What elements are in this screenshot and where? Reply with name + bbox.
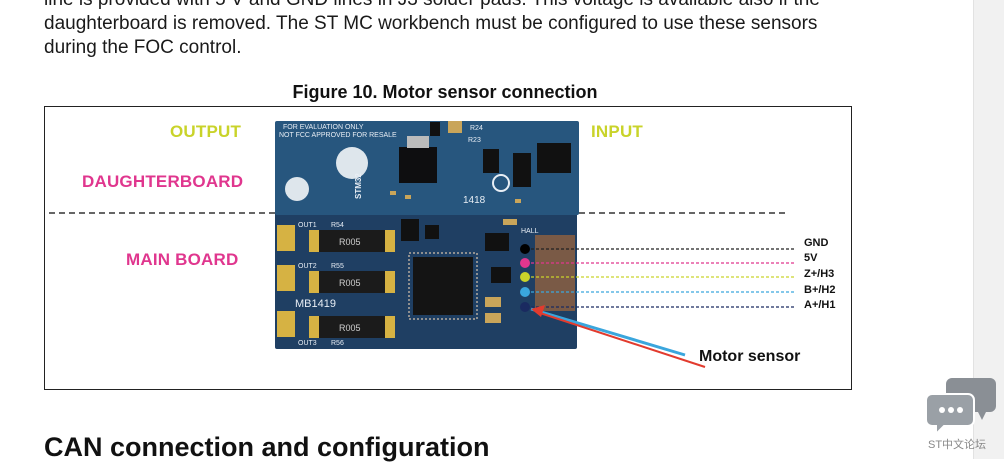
sensor-pointer-red (536, 311, 706, 368)
st-logo-circle-2 (285, 177, 309, 201)
r23-text: R23 (468, 137, 481, 144)
mb-text: MB1419 (295, 298, 336, 310)
chip-small (430, 122, 440, 136)
mcu-pins (408, 252, 478, 320)
hall-text: HALL (521, 228, 539, 235)
hall-connector (535, 235, 575, 311)
r55-text: R55 (331, 263, 344, 270)
regulator-chip (399, 147, 437, 183)
b-pin (520, 287, 530, 297)
st-logo-circle (336, 147, 368, 179)
board-number: 1418 (463, 195, 486, 206)
input-label: INPUT (591, 122, 643, 141)
paragraph-line: during the FOC control. (44, 37, 242, 58)
out3-text: OUT3 (298, 340, 317, 347)
section-heading: CAN connection and configuration (44, 432, 490, 462)
motor-sensor-label: Motor sensor (699, 348, 801, 365)
main-board-label: MAIN BOARD (126, 250, 239, 269)
chat-bubbles-icon[interactable] (922, 372, 1002, 437)
shunt-resistor-2 (317, 271, 387, 293)
out1-pad (277, 225, 295, 251)
r56-text: R56 (331, 340, 344, 347)
figure-frame: OUTPUT INPUT DAUGHTERBOARD MAIN BOARD FO… (44, 106, 852, 390)
output-label: OUTPUT (170, 122, 242, 141)
paragraph-line: line is provided with 5 V and GND lines … (44, 0, 864, 12)
r005-text-2: R005 (339, 278, 361, 288)
small-ic (483, 149, 499, 173)
z-pin (520, 272, 530, 282)
signal-b-h2: B+/H2 (804, 284, 836, 296)
gnd-pin (520, 244, 530, 254)
regulator-tab (407, 136, 429, 148)
eval-text-2: NOT FCC APPROVED FOR RESALE (279, 132, 397, 139)
daughterboard-label: DAUGHTERBOARD (82, 172, 244, 191)
mcu-chip (413, 257, 473, 315)
a-pin (520, 302, 530, 312)
shunt-resistor-1 (317, 230, 387, 252)
out2-pad (277, 265, 295, 291)
pointer-arrowhead (531, 305, 545, 317)
shunt-resistor-3 (317, 316, 387, 338)
component-top (448, 121, 462, 133)
signal-z-h3: Z+/H3 (804, 268, 835, 280)
5v-pin (520, 258, 530, 268)
r005-text-3: R005 (339, 323, 361, 333)
eval-text-1: FOR EVALUATION ONLY (283, 124, 364, 131)
out2-text: OUT2 (298, 263, 317, 270)
signal-gnd: GND (804, 237, 829, 249)
stm32-text: STM32 (354, 173, 363, 199)
figure-caption: Figure 10. Motor sensor connection (292, 82, 598, 102)
sensor-pointer-blue (530, 307, 686, 357)
paragraph-line: daughterboard is removed. The ST MC work… (44, 13, 818, 34)
forum-widget[interactable] (922, 372, 1002, 459)
signal-a-h1: A+/H1 (804, 299, 836, 311)
r24-text: R24 (470, 125, 483, 132)
sensor-ic (513, 153, 531, 187)
out1-text: OUT1 (298, 222, 317, 229)
out3-pad (277, 311, 295, 337)
forum-widget-label[interactable]: ST中文论坛 (928, 439, 987, 451)
body-paragraph: line is provided with 5 V and GND lines … (44, 0, 864, 60)
signal-5v: 5V (804, 252, 818, 264)
r005-text-1: R005 (339, 237, 361, 247)
driver-ic (537, 143, 571, 173)
board-diagram: FOR EVALUATION ONLY NOT FCC APPROVED FOR… (49, 121, 795, 368)
power-symbol (492, 174, 510, 192)
r54-text: R54 (331, 222, 344, 229)
